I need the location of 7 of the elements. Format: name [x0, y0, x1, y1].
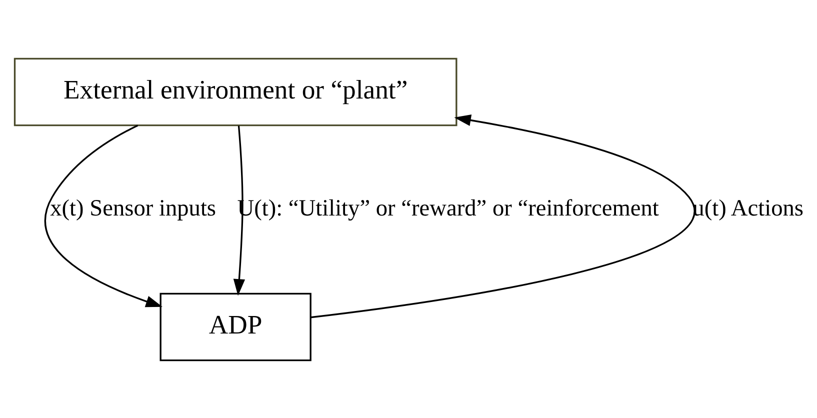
- edge-label: x(t) Sensor inputs: [50, 195, 216, 222]
- arrow: [233, 125, 246, 296]
- node-box: External environment or “plant”: [14, 57, 458, 126]
- arrow: [44, 124, 162, 307]
- arrow: [310, 114, 695, 318]
- edge-label: u(t) Actions: [692, 195, 804, 222]
- node-box: ADP: [160, 292, 312, 361]
